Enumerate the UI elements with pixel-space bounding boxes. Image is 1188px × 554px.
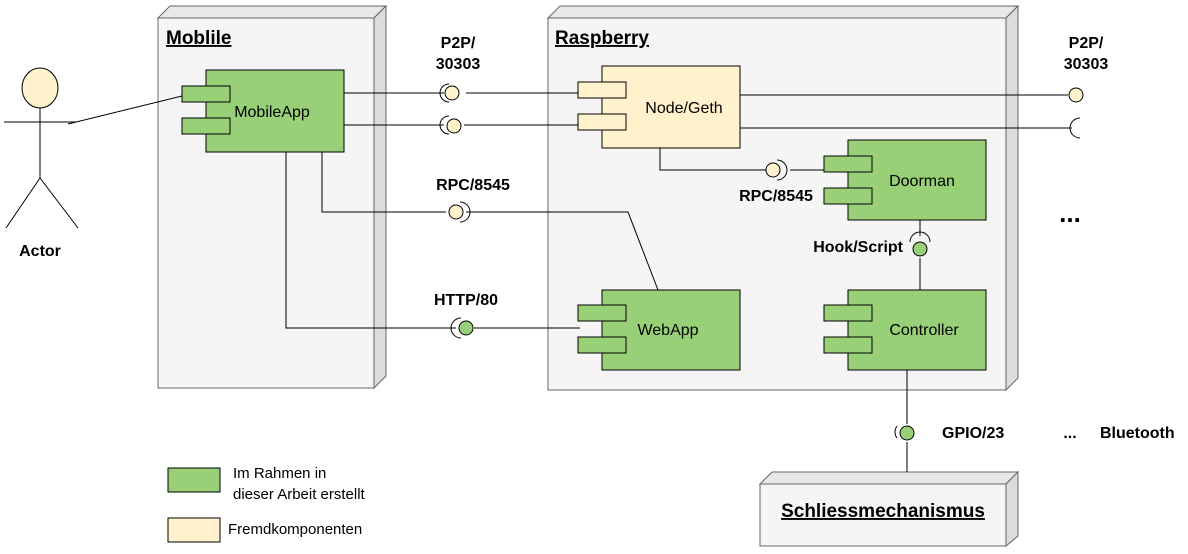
interface-p2p-b[interactable] bbox=[439, 115, 462, 135]
component-mobileapp-label: MobileApp bbox=[234, 104, 310, 121]
node-mobile[interactable]: Moblile bbox=[156, 4, 388, 390]
node-raspberry-title: Raspberry bbox=[555, 28, 649, 49]
component-doorman-label: Doorman bbox=[889, 173, 955, 190]
legend-own-line1: Im Rahmen in bbox=[233, 465, 326, 482]
node-lock-title: Schliessmechanismus bbox=[781, 501, 985, 522]
actor-to-mobileapp-line bbox=[67, 95, 183, 125]
legend: Im Rahmen in dieser Arbeit erstellt Frem… bbox=[167, 465, 366, 543]
component-controller-label: Controller bbox=[889, 322, 959, 339]
node-mobile-title: Moblile bbox=[166, 28, 231, 49]
component-controller[interactable]: Controller bbox=[823, 289, 987, 371]
actor-label: Actor bbox=[19, 243, 61, 260]
component-webapp-label: WebApp bbox=[637, 322, 698, 339]
label-more: ... bbox=[1059, 198, 1081, 228]
legend-swatch-own bbox=[167, 467, 221, 493]
actor[interactable]: Actor bbox=[4, 67, 79, 260]
label-p2p-left-line2: 30303 bbox=[436, 56, 481, 73]
legend-item-foreign: Fremdkomponenten bbox=[167, 517, 362, 543]
geth-to-doorman-line bbox=[659, 148, 766, 171]
node-lock[interactable]: Schliessmechanismus bbox=[758, 470, 1020, 548]
interface-rpc-outer[interactable] bbox=[448, 201, 471, 223]
legend-swatch-foreign bbox=[167, 517, 221, 543]
component-mobileapp[interactable]: MobileApp bbox=[181, 69, 345, 153]
legend-foreign: Fremdkomponenten bbox=[228, 521, 362, 538]
legend-own-line2: dieser Arbeit erstellt bbox=[233, 486, 366, 503]
interface-hook[interactable] bbox=[909, 231, 931, 257]
interface-rpc-inner[interactable] bbox=[765, 159, 788, 181]
interface-p2p-out-b[interactable] bbox=[1069, 117, 1081, 139]
label-http: HTTP/80 bbox=[434, 292, 498, 309]
component-node-geth[interactable]: Node/Geth bbox=[577, 65, 741, 149]
label-bluetooth: Bluetooth bbox=[1100, 425, 1175, 442]
interface-gpio[interactable] bbox=[894, 425, 915, 441]
legend-item-own: Im Rahmen in dieser Arbeit erstellt bbox=[167, 465, 366, 503]
mobileapp-rpc-line-left bbox=[321, 152, 446, 213]
label-gpio: GPIO/23 bbox=[942, 425, 1004, 442]
interface-http[interactable] bbox=[450, 317, 474, 339]
label-p2p-right-line2: 30303 bbox=[1064, 56, 1109, 73]
interface-p2p-a[interactable] bbox=[439, 83, 460, 103]
component-node-geth-label: Node/Geth bbox=[645, 100, 722, 117]
mobileapp-rpc-line-right bbox=[466, 211, 659, 291]
component-doorman[interactable]: Doorman bbox=[823, 139, 987, 221]
label-rpc-outer: RPC/8545 bbox=[436, 177, 510, 194]
connectors bbox=[67, 92, 1072, 472]
label-ellipsis-bottom: ... bbox=[1063, 425, 1076, 442]
label-hook: Hook/Script bbox=[813, 239, 903, 256]
mobileapp-http-line-left bbox=[285, 152, 456, 329]
component-webapp[interactable]: WebApp bbox=[577, 289, 741, 371]
label-p2p-left-line1: P2P/ bbox=[441, 35, 476, 52]
label-rpc-inner: RPC/8545 bbox=[739, 188, 813, 205]
label-p2p-right-line1: P2P/ bbox=[1069, 35, 1104, 52]
interface-p2p-out-a[interactable] bbox=[1068, 87, 1084, 103]
